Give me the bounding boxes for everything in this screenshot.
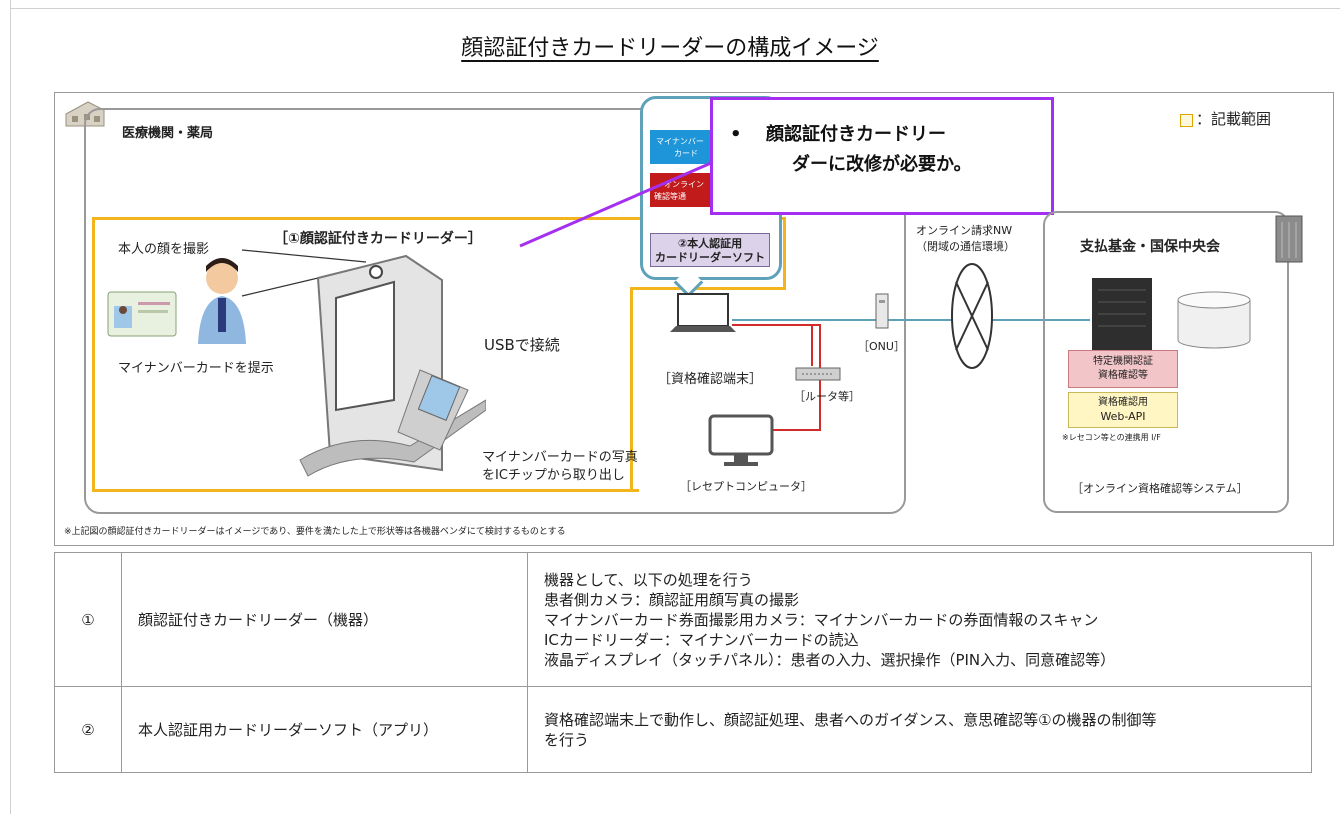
central-system-label: ［オンライン資格確認等システム］: [1072, 482, 1248, 495]
components-table: ① 顔認証付きカードリーダー（機器） 機器として、以下の処理を行う 患者側カメラ…: [54, 552, 1312, 773]
callout-line1: 顔認証付きカードリー: [766, 124, 946, 145]
description-line: 液晶ディスプレイ（タッチパネル）：患者の入力、選択操作（PIN入力、同意確認等）: [544, 650, 1116, 669]
row-component-name: 本人認証用カードリーダーソフト（アプリ）: [121, 686, 528, 773]
diagram-frame: [54, 92, 1334, 546]
row-description: 資格確認端末上で動作し、顔認証処理、患者へのガイダンス、意思確認等①の機器の制御…: [527, 686, 1312, 773]
auth-software-line1: ②本人認証用: [677, 237, 743, 250]
face-auth-card-reader-icon: [299, 254, 486, 477]
diagram-footnote: ※上記図の顔認証付きカードリーダーはイメージであり、要件を満たした上で形状等は各…: [64, 527, 566, 537]
description-line: ICカードリーダー：マイナンバーカードの読込: [544, 630, 859, 649]
central-system-area: [1043, 211, 1289, 513]
scope-outline-step: [630, 287, 786, 290]
database-icon: [1177, 291, 1251, 349]
receipt-computer-label: ［レセプトコンピュータ］: [680, 480, 812, 493]
central-title: 支払基金・国保中央会: [1080, 239, 1220, 255]
ic-chip-label-line2: をICチップから取り出し: [482, 468, 625, 483]
web-api-line2: Web-API: [1100, 410, 1146, 423]
callout-line2: ダーに改修が必要か。: [792, 154, 972, 175]
reader-scene-illustration: [107, 249, 367, 344]
central-building-icon: [1275, 215, 1303, 263]
table-row: ① 顔認証付きカードリーダー（機器） 機器として、以下の処理を行う 患者側カメラ…: [54, 552, 1312, 687]
router-label: ［ルータ等］: [794, 390, 860, 403]
page-title: 顔認証付きカードリーダーの構成イメージ: [461, 36, 879, 61]
card-present-label: マイナンバーカードを提示: [118, 361, 274, 376]
onu-icon: [875, 293, 889, 329]
face-capture-label: 本人の顔を撮影: [118, 242, 210, 257]
closed-network-icon: [951, 263, 993, 369]
server-rack-icon: [1092, 278, 1152, 352]
description-line: を行う: [544, 730, 590, 749]
row-component-name: 顔認証付きカードリーダー（機器）: [121, 552, 528, 687]
specific-auth-box: 特定機関認証 資格確認等: [1068, 350, 1178, 388]
network-label-line2: （閉域の通信環境）: [916, 240, 1015, 253]
row-description: 機器として、以下の処理を行う 患者側カメラ：顔認証用顔写真の撮影 マイナンバーカ…: [527, 552, 1312, 687]
description-line: 機器として、以下の処理を行う: [544, 570, 753, 589]
scope-outline-bottom: [92, 489, 633, 492]
description-line: 患者側カメラ：顔認証用顔写真の撮影: [544, 590, 800, 609]
auth-software-line2: カードリーダーソフト: [655, 251, 765, 264]
row-number: ②: [54, 686, 122, 773]
online-app-line2: 確認等通: [654, 192, 686, 201]
rececon-if-label: ※レセコン等との連携用 I/F: [1062, 433, 1161, 442]
mynumber-app-line1: マイナンバー: [656, 137, 704, 146]
receipt-computer-icon: [708, 414, 774, 466]
router-icon: [795, 367, 841, 381]
terminal-label: ［資格確認端末］: [658, 372, 763, 387]
legend-swatch: [1180, 114, 1193, 127]
scope-outline-right-lower: [630, 287, 633, 492]
terminal-laptop-icon: [670, 293, 736, 332]
network-label-line1: オンライン請求NW: [916, 224, 1013, 237]
auth-reader-software-block: ②本人認証用 カードリーダーソフト: [650, 233, 770, 267]
web-api-line1: 資格確認用: [1098, 397, 1148, 408]
onu-label: ［ONU］: [858, 340, 905, 353]
callout-box: [710, 97, 1054, 215]
specific-auth-line1: 特定機関認証: [1093, 356, 1153, 367]
callout-bullet: •: [730, 124, 742, 145]
reader-label: ［①顔認証付きカードリーダー］: [274, 231, 482, 247]
ic-chip-label-line1: マイナンバーカードの写真: [482, 450, 638, 465]
page-top-rule: [10, 8, 1340, 9]
row-number: ①: [54, 552, 122, 687]
legend-label: ：記載範囲: [1196, 110, 1272, 128]
web-api-box: 資格確認用 Web-API: [1068, 392, 1178, 428]
online-app-line1: オンライン: [664, 180, 704, 189]
facility-label: 医療機関・薬局: [122, 126, 214, 141]
table-row: ② 本人認証用カードリーダーソフト（アプリ） 資格確認端末上で動作し、顔認証処理…: [54, 686, 1312, 773]
scope-outline-right-upper: [783, 217, 786, 289]
description-line: マイナンバーカード券面撮影用カメラ：マイナンバーカードの券面情報のスキャン: [544, 610, 1099, 629]
specific-auth-line2: 資格確認等: [1098, 370, 1148, 381]
mynumber-app-line2: カード: [674, 149, 698, 158]
facility-area: [84, 108, 906, 514]
scope-outline-top: [92, 217, 786, 220]
page-left-rule: [10, 0, 11, 814]
description-line: 資格確認端末上で動作し、顔認証処理、患者へのガイダンス、意思確認等①の機器の制御…: [544, 710, 1157, 729]
usb-label: USBで接続: [484, 336, 560, 354]
